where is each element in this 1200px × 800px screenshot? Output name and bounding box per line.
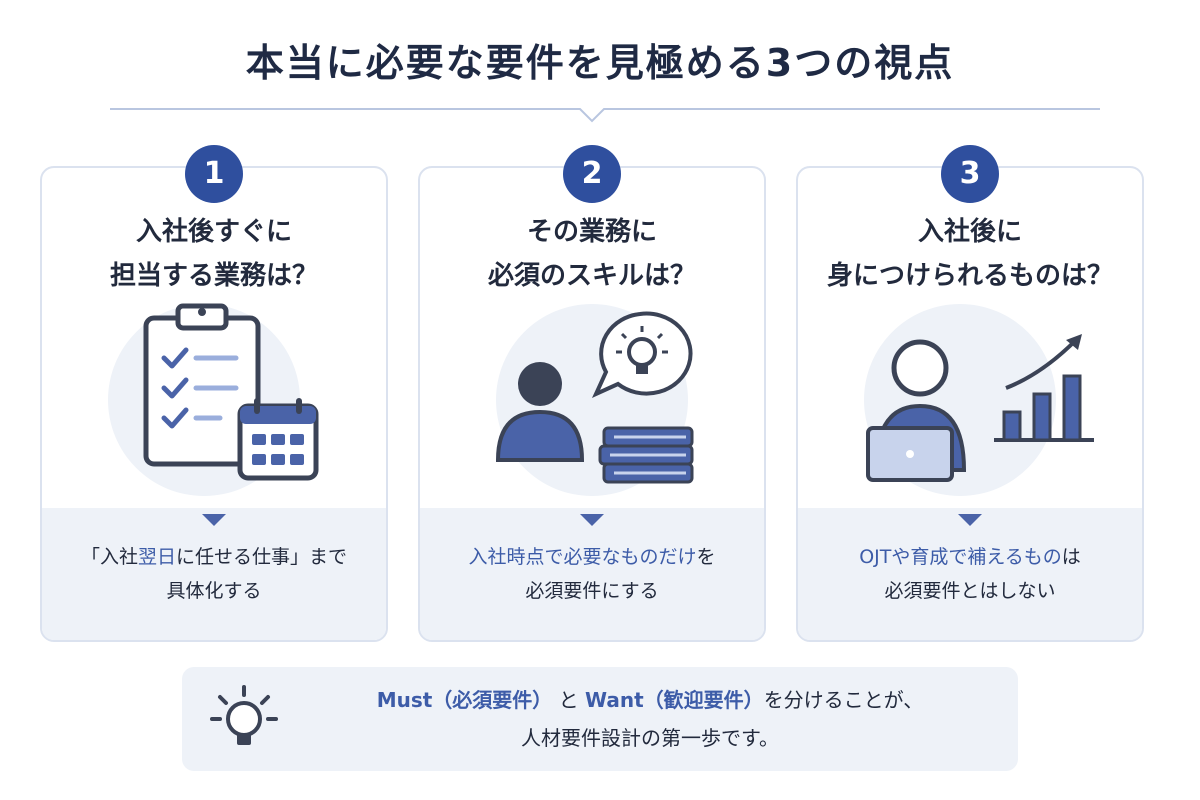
card-3-footer-text: OJTや育成で補えるものは 必須要件とはしない <box>859 546 1081 602</box>
card-1-footer-text: 「入社翌日に任せる仕事」まで 具体化する <box>80 546 348 602</box>
card-3-down-arrow-icon <box>958 514 982 526</box>
card-2-heading: その業務に 必須のスキルは？ <box>487 217 696 291</box>
card-2-footer-text: 入社時点で必要なものだけを 必須要件にする <box>468 546 716 602</box>
card-3-heading: 入社後に 身につけられるものは？ <box>826 217 1113 291</box>
card-1: 「入社翌日に任せる仕事」まで 具体化する <box>40 166 388 642</box>
card-1-number-badge: 1 <box>185 145 243 203</box>
person-idea-books-icon <box>495 304 694 496</box>
card-3-number-badge: 3 <box>941 145 999 203</box>
clipboard-calendar-icon <box>108 303 319 496</box>
card-3-footer: OJTや育成で補えるものは 必須要件とはしない <box>798 508 1142 640</box>
card-1-footer: 「入社翌日に任せる仕事」まで 具体化する <box>42 508 386 640</box>
card-1-heading: 入社後すぐに 担当する業務は？ <box>109 217 318 291</box>
summary-box: Must（必須要件） と Want（歓迎要件）を分けることが、 人材要件設計の第… <box>182 667 1018 771</box>
card-1-down-arrow-icon <box>202 514 226 526</box>
card-2-number-badge: 2 <box>563 145 621 203</box>
title-divider <box>110 108 1100 123</box>
card-2-down-arrow-icon <box>580 514 604 526</box>
person-laptop-growth-icon <box>864 304 1094 496</box>
card-2-footer: 入社時点で必要なものだけを 必須要件にする <box>420 508 764 640</box>
page-title: 本当に必要な要件を見極める3つの視点 <box>245 41 955 85</box>
lightbulb-icon <box>210 685 278 745</box>
summary-text: Must（必須要件） と Want（歓迎要件）を分けることが、 人材要件設計の第… <box>376 688 924 750</box>
